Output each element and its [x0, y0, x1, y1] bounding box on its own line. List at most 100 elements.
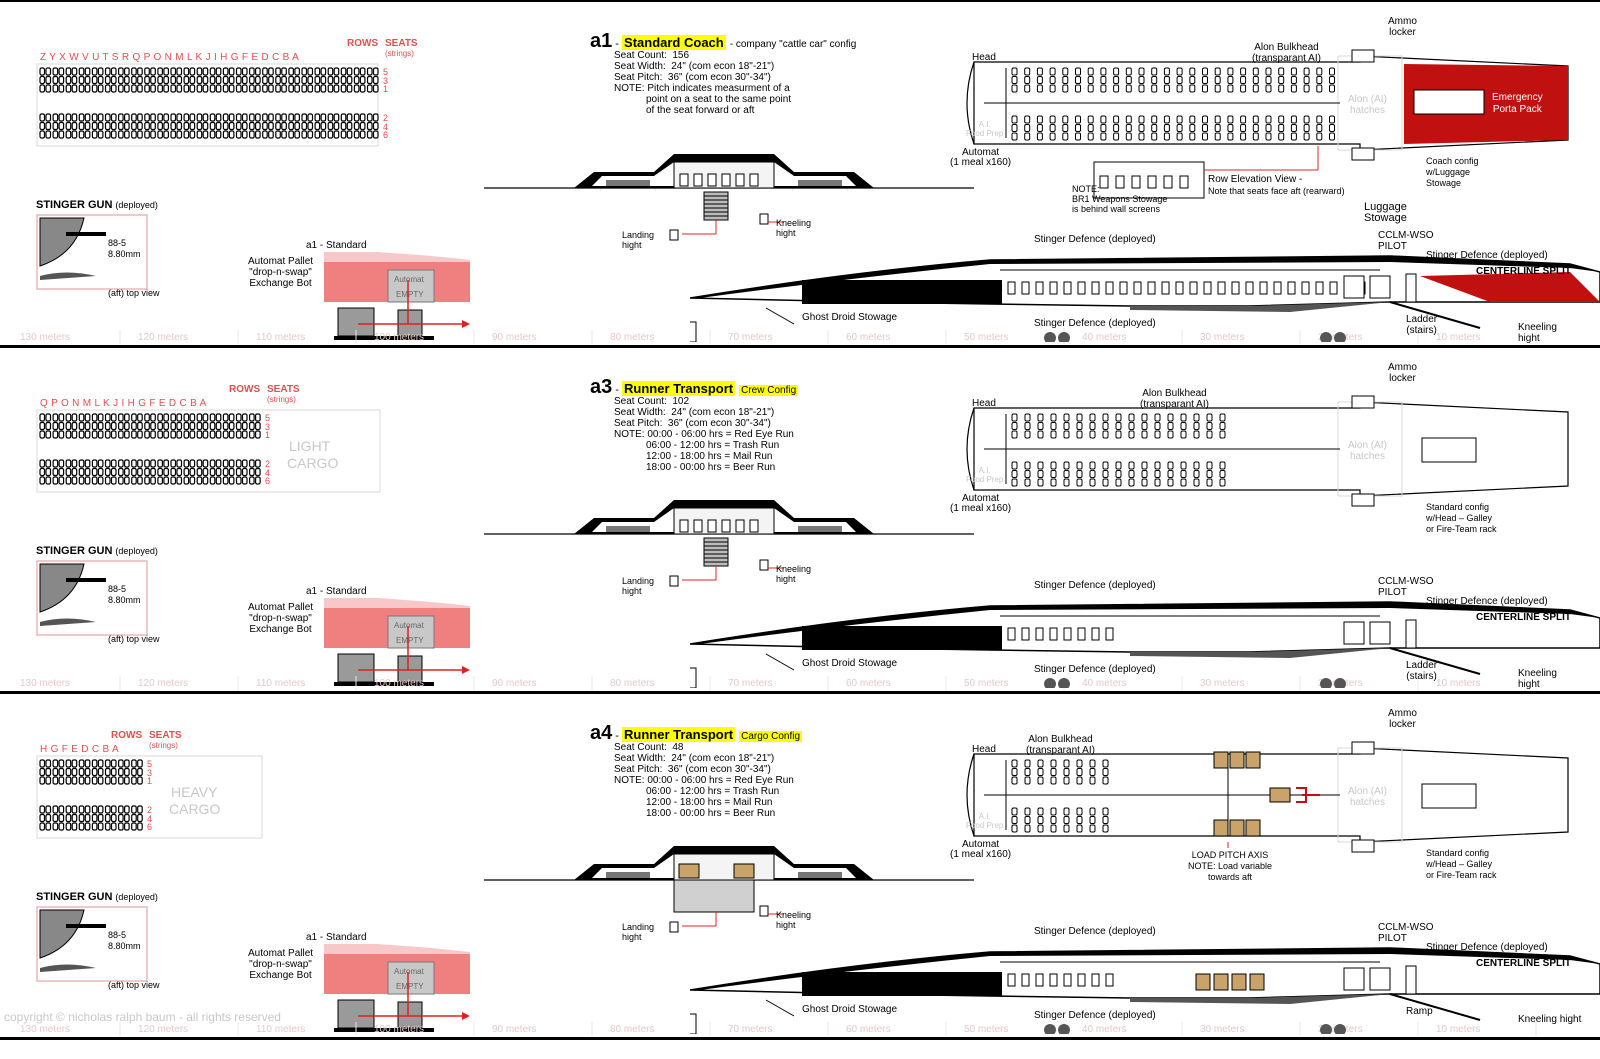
- ruler-mark: 40 meters: [1082, 678, 1127, 689]
- config-title-block: a1 - Standard Coach- company "cattle car…: [590, 30, 910, 130]
- ruler-mark: 80 meters: [610, 332, 655, 343]
- seats-label: SEATS: [149, 730, 182, 741]
- centerline-label: CENTERLINE SPLIT: [1476, 612, 1572, 623]
- section-divider: [0, 1037, 1600, 1040]
- config-label: Coach config w/Luggage Stowage: [1426, 156, 1479, 188]
- stinger-title-text: STINGER GUN: [36, 891, 113, 903]
- stinger-gun-title: STINGER GUN(deployed): [36, 200, 158, 211]
- rows-label: ROWS: [111, 730, 143, 741]
- stinger-right-label: Stinger Defence (deployed): [1426, 596, 1548, 607]
- gun-view-label: (aft) top view: [108, 634, 160, 644]
- pilot-label: CCLM-WSO PILOT: [1378, 230, 1434, 252]
- stinger-gun-drawing: [36, 560, 148, 636]
- bot-title: a1 - Standard: [306, 586, 367, 597]
- seat-number: 3: [147, 767, 153, 778]
- stinger-bottom-label: Stinger Defence (deployed): [1034, 318, 1156, 329]
- automat-label: Automat (1 meal x160): [950, 493, 1012, 514]
- ammo-locker-label: Ammo locker: [1388, 16, 1417, 38]
- kneeling-hight-label: Kneeling hight: [776, 564, 812, 584]
- hatches-label: Alon (AI) hatches: [1348, 440, 1387, 462]
- stinger-gun-title: STINGER GUN(deployed): [36, 892, 158, 903]
- stinger-top-label: Stinger Defence (deployed): [1034, 234, 1156, 245]
- kneeling-hight-label: Kneeling hight: [776, 910, 812, 930]
- row-letters: Q P O N M L K J I H G F E D C B A: [40, 398, 207, 409]
- ruler-mark: 50 meters: [964, 678, 1009, 689]
- automat-label: Automat (1 meal x160): [950, 147, 1012, 168]
- cargo-label-2: CARGO: [169, 801, 221, 817]
- spec-line: Seat Count: 156: [614, 50, 690, 61]
- spec-line: Seat Count: 48: [614, 742, 684, 753]
- seat-number: 2: [265, 459, 271, 469]
- stinger-top-label: Stinger Defence (deployed): [1034, 580, 1156, 591]
- exchange-bot-drawing: [324, 944, 470, 1032]
- spec-line: Seat Width: 24" (com econ 18"-21"): [614, 61, 775, 72]
- ruler-mark: 40 meters: [1082, 332, 1127, 343]
- pilot-label: CCLM-WSO PILOT: [1378, 922, 1434, 944]
- ruler-mark: 120 meters: [138, 332, 189, 343]
- ghost-droid-label: Ghost Droid Stowage: [802, 312, 898, 323]
- gun-view-label: (aft) top view: [108, 288, 160, 298]
- stinger-bottom-label: Stinger Defence (deployed): [1034, 1010, 1156, 1021]
- ruler-mark: 70 meters: [728, 332, 773, 343]
- bot-automat-label: Automat: [394, 275, 424, 284]
- ruler-mark: 60 meters: [846, 1024, 891, 1035]
- gun-caliber: 8.80mm: [108, 595, 141, 605]
- seat-number: 2: [147, 805, 153, 815]
- row-elevation-label: Row Elevation View -: [1208, 174, 1303, 185]
- bulkhead-label: Alon Bulkhead (transparant AI): [1026, 734, 1095, 756]
- ruler-mark: 10 meters: [1436, 1024, 1481, 1035]
- spec-line: Seat Width: 24" (com econ 18"-21"): [614, 407, 775, 418]
- seat-map: Z Y X W V U T S R Q P O N M L K J I H G …: [36, 36, 418, 148]
- section-divider: [0, 691, 1600, 694]
- cargo-label-2: CARGO: [287, 455, 339, 471]
- bot-label: Automat Pallet "drop-n-swap" Exchange Bo…: [248, 948, 314, 981]
- seat-number: 6: [383, 130, 389, 140]
- spec-line: NOTE: Pitch indicates measurment of a: [614, 83, 790, 94]
- seat-number: 1: [147, 776, 153, 786]
- exchange-bot-drawing: [324, 252, 470, 340]
- luggage-label: Luggage Stowage: [1364, 201, 1407, 224]
- config-label: Standard config w/Head – Galley or Fire-…: [1426, 502, 1497, 534]
- stinger-sub-text: (deployed): [115, 892, 158, 902]
- seat-number: 4: [147, 813, 153, 824]
- seats-label: SEATS: [385, 38, 418, 49]
- stinger-sub-text: (deployed): [115, 200, 158, 210]
- config-section-a1: Z Y X W V U T S R Q P O N M L K J I H G …: [0, 2, 1600, 348]
- ruler-mark: 110 meters: [256, 1024, 306, 1035]
- config-code: a4: [590, 722, 613, 744]
- ruler-mark: 10 meters: [1436, 332, 1481, 343]
- ruler-mark: 50 meters: [964, 1024, 1009, 1035]
- spec-line: NOTE: 00:00 - 06:00 hrs = Red Eye Run: [614, 429, 794, 440]
- spec-line: NOTE: 00:00 - 06:00 hrs = Red Eye Run: [614, 775, 794, 786]
- spec-line: Seat Pitch: 36" (com econ 30"-34"): [614, 418, 771, 429]
- row-letters: Z Y X W V U T S R Q P O N M L K J I H G …: [40, 52, 300, 63]
- spec-line: 18:00 - 00:00 hrs = Beer Run: [646, 462, 776, 473]
- bot-empty-label: EMPTY: [396, 982, 424, 991]
- stinger-right-label: Stinger Defence (deployed): [1426, 250, 1548, 261]
- seat-number: 5: [265, 413, 271, 423]
- side-profile: Stinger Defence (deployed) Stinger Defenc…: [690, 548, 1600, 690]
- spec-line: Seat Width: 24" (com econ 18"-21"): [614, 753, 775, 764]
- gun-model: 88-5: [108, 584, 127, 594]
- ruler-mark: 120 meters: [138, 678, 189, 689]
- load-pitch-label: LOAD PITCH AXIS NOTE: Load variable towa…: [1188, 850, 1273, 882]
- food-prep-label: A.I. Food Prep: [966, 120, 1004, 138]
- pilot-label: CCLM-WSO PILOT: [1378, 576, 1434, 598]
- gun-model: 88-5: [108, 930, 127, 940]
- stinger-sub-text: (deployed): [115, 546, 158, 556]
- ammo-locker-label: Ammo locker: [1388, 362, 1417, 384]
- ruler-mark: 130 meters: [20, 332, 71, 343]
- spec-line: 06:00 - 12:00 hrs = Trash Run: [646, 440, 780, 451]
